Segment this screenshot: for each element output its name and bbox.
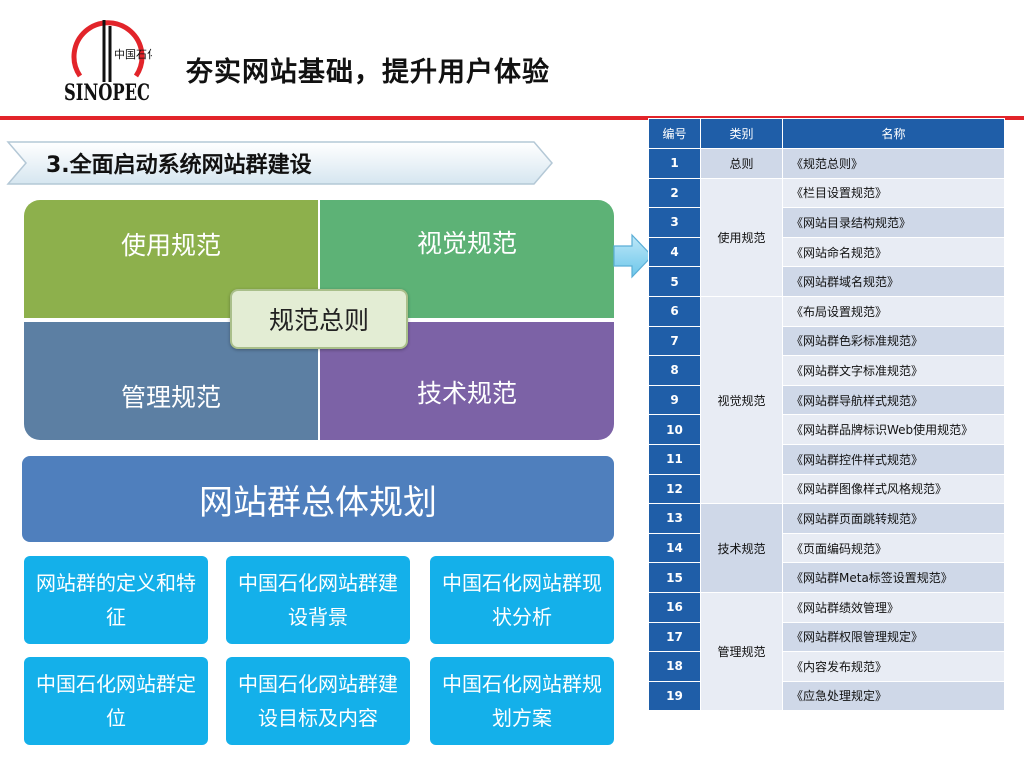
row-name: 《网站群导航样式规范》 — [782, 384, 1005, 416]
row-category: 使用规范 — [700, 177, 783, 297]
row-category: 技术规范 — [700, 503, 783, 593]
row-name: 《栏目设置规范》 — [782, 177, 1005, 209]
row-number: 13 — [648, 503, 701, 534]
column-header-name: 名称 — [782, 118, 1005, 149]
row-category: 总则 — [700, 148, 783, 179]
section-title: 3.全面启动系统网站群建设 — [46, 153, 312, 178]
row-name: 《网站群绩效管理》 — [782, 591, 1005, 623]
row-number: 7 — [648, 325, 701, 357]
plan-box-definition: 网站群的定义和特征 — [24, 556, 208, 644]
table-row: 15 《网站群Meta标签设置规范》 — [648, 562, 1005, 593]
row-name: 《网站群域名规范》 — [782, 266, 1005, 297]
quadrant-management: 管理规范 — [24, 322, 318, 440]
row-name: 《网站命名规范》 — [782, 236, 1005, 268]
table-row: 1 总则 《规范总则》 — [648, 148, 1005, 179]
row-number: 10 — [648, 414, 701, 445]
table-row: 3 《网站目录结构规范》 — [648, 207, 1005, 238]
row-name: 《网站群图像样式风格规范》 — [782, 473, 1005, 505]
quadrant-management-label: 管理规范 — [120, 383, 221, 412]
table-row: 4 《网站命名规范》 — [648, 236, 1005, 268]
arrow-right-icon — [613, 233, 653, 279]
row-name: 《布局设置规范》 — [782, 295, 1005, 327]
row-number: 19 — [648, 680, 701, 712]
plan-box-goals: 中国石化网站群建设目标及内容 — [226, 657, 410, 745]
row-number: 2 — [648, 177, 701, 209]
row-number: 15 — [648, 562, 701, 593]
table-row: 14 《页面编码规范》 — [648, 532, 1005, 564]
row-name: 《内容发布规范》 — [782, 651, 1005, 682]
row-name: 《网站目录结构规范》 — [782, 207, 1005, 238]
table-row: 13 技术规范 《网站群页面跳转规范》 — [648, 503, 1005, 593]
row-number: 11 — [648, 443, 701, 475]
section-banner — [6, 141, 553, 185]
row-number: 9 — [648, 384, 701, 416]
quadrant-technical-label: 技术规范 — [416, 379, 517, 408]
plan-box-scheme: 中国石化网站群规划方案 — [430, 657, 614, 745]
table-row: 2 使用规范 《栏目设置规范》 — [648, 177, 1005, 297]
plan-box-status: 中国石化网站群现状分析 — [430, 556, 614, 644]
row-name: 《网站群Meta标签设置规范》 — [782, 562, 1005, 593]
row-number: 18 — [648, 651, 701, 682]
row-number: 3 — [648, 207, 701, 238]
row-name: 《网站群色彩标准规范》 — [782, 325, 1005, 357]
logo-brand-text: SINOPEC — [64, 80, 150, 104]
table-row: 19 《应急处理规定》 — [648, 680, 1005, 712]
row-number: 17 — [648, 621, 701, 653]
row-number: 6 — [648, 295, 701, 327]
row-category: 管理规范 — [700, 591, 783, 712]
plan-box-background: 中国石化网站群建设背景 — [226, 556, 410, 644]
row-name: 《网站群页面跳转规范》 — [782, 503, 1005, 534]
general-rules-box: 规范总则 — [230, 289, 408, 349]
row-name: 《网站群控件样式规范》 — [782, 443, 1005, 475]
table-row: 8 《网站群文字标准规范》 — [648, 355, 1005, 386]
table-row: 5 《网站群域名规范》 — [648, 266, 1005, 297]
column-header-category: 类别 — [700, 118, 783, 149]
row-name: 《应急处理规定》 — [782, 680, 1005, 712]
quadrant-visual-label: 视觉规范 — [416, 229, 517, 258]
header-divider — [0, 116, 1024, 120]
row-name: 《页面编码规范》 — [782, 532, 1005, 564]
row-name: 《网站群品牌标识Web使用规范》 — [782, 414, 1005, 445]
row-name: 《网站群权限管理规定》 — [782, 621, 1005, 653]
row-number: 14 — [648, 532, 701, 564]
row-number: 16 — [648, 591, 701, 623]
row-number: 8 — [648, 355, 701, 386]
table-header-row: 编号 类别 名称 — [648, 118, 1005, 149]
plan-box-positioning: 中国石化网站群定位 — [24, 657, 208, 745]
row-name: 《网站群文字标准规范》 — [782, 355, 1005, 386]
spec-table: 编号 类别 名称 1 总则 《规范总则》 2 使用规范 《栏目设置规范》 3 《… — [648, 118, 1005, 712]
logo-chinese-text: 中国石化 — [114, 47, 152, 61]
sinopec-logo: 中国石化 SINOPEC — [64, 20, 152, 104]
overall-plan-bar: 网站群总体规划 — [22, 456, 614, 542]
table-row: 11 《网站群控件样式规范》 — [648, 443, 1005, 475]
row-number: 4 — [648, 236, 701, 268]
table-row: 6 视觉规范 《布局设置规范》 — [648, 295, 1005, 505]
column-header-number: 编号 — [648, 118, 701, 149]
row-name: 《规范总则》 — [782, 148, 1005, 179]
page-title: 夯实网站基础，提升用户体验 — [186, 57, 550, 88]
row-number: 12 — [648, 473, 701, 505]
table-row: 10 《网站群品牌标识Web使用规范》 — [648, 414, 1005, 445]
row-category: 视觉规范 — [700, 295, 783, 505]
table-row: 12 《网站群图像样式风格规范》 — [648, 473, 1005, 505]
row-number: 5 — [648, 266, 701, 297]
quadrant-usage-label: 使用规范 — [120, 231, 221, 260]
row-number: 1 — [648, 148, 701, 179]
table-row: 16 管理规范 《网站群绩效管理》 — [648, 591, 1005, 712]
table-row: 9 《网站群导航样式规范》 — [648, 384, 1005, 416]
table-row: 17 《网站群权限管理规定》 — [648, 621, 1005, 653]
